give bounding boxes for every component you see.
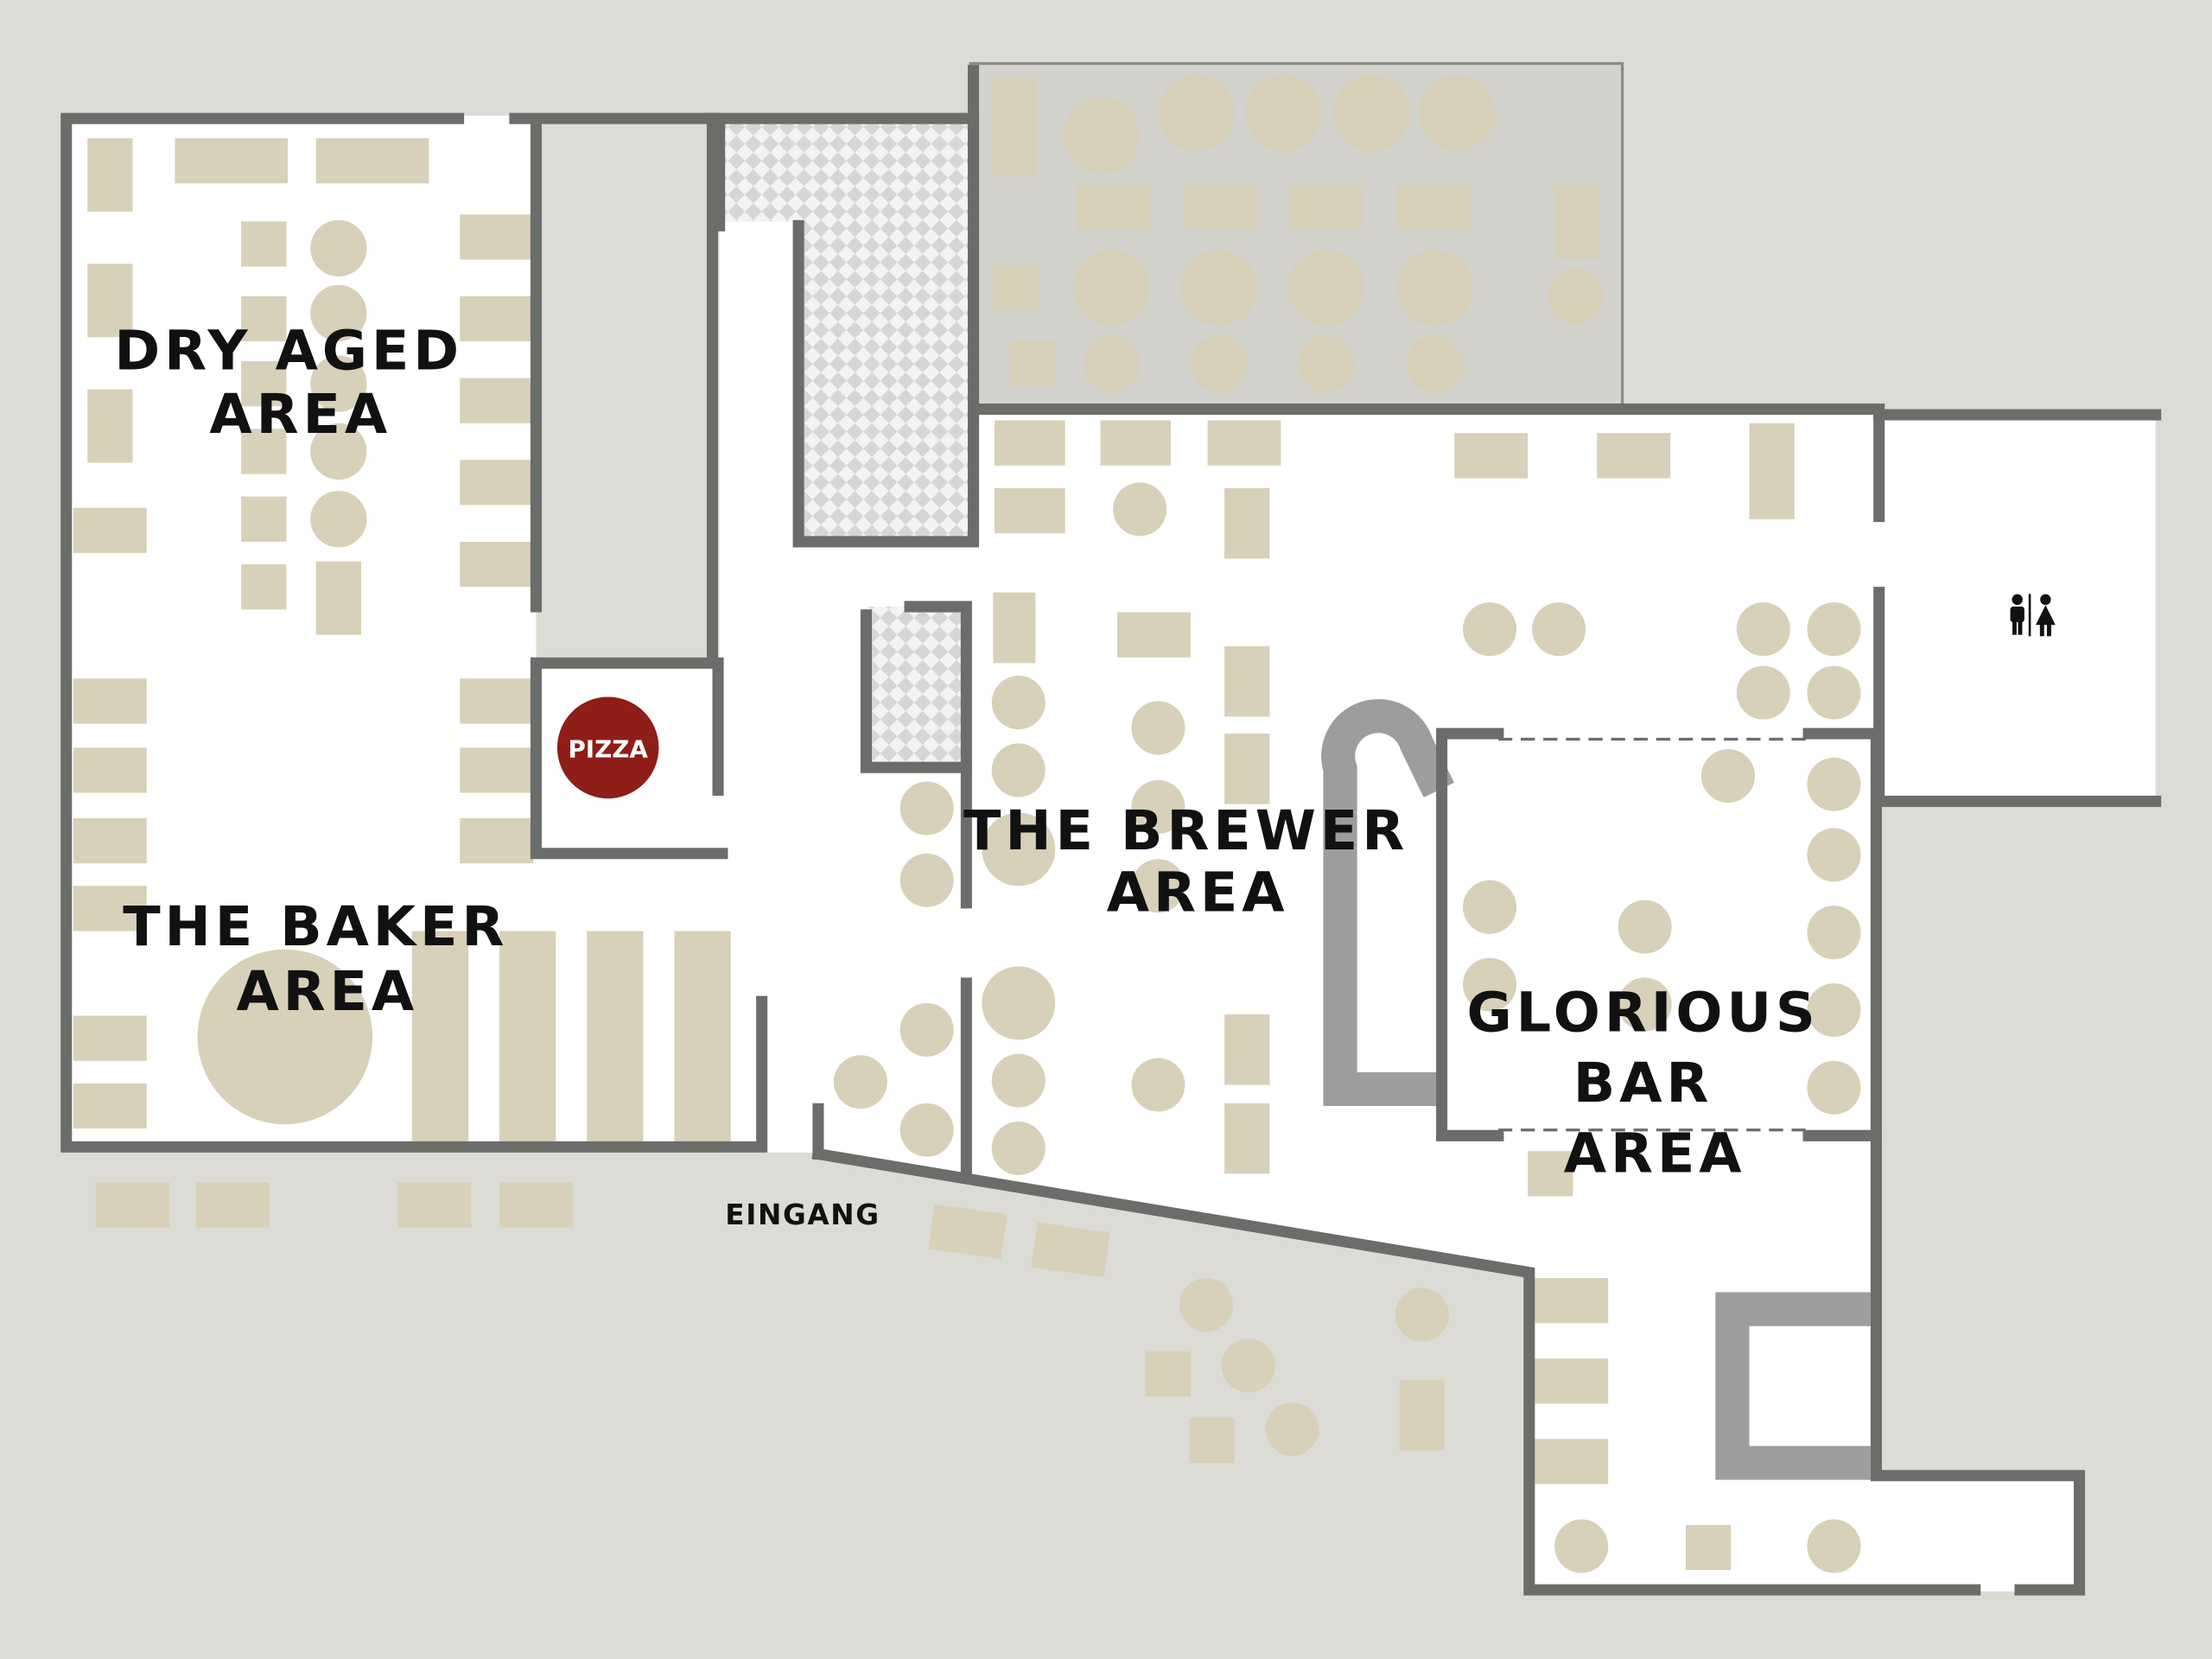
brewer-line-2: AREA — [1107, 861, 1289, 925]
kitchen-block — [538, 124, 715, 666]
baker-line-2: AREA — [236, 960, 418, 1024]
dry-aged-line-2: AREA — [209, 383, 391, 447]
furniture — [73, 74, 1861, 1573]
bar-line-2: BAR — [1573, 1052, 1713, 1116]
label-bar-area: GLORIOUS BAR AREA — [1466, 981, 1842, 1185]
floor-south-room — [1529, 1475, 2082, 1592]
walls — [60, 65, 2162, 1596]
dry-aged-line-1: DRY AGED — [114, 320, 463, 384]
label-baker-area: THE BAKER AREA — [123, 895, 531, 1024]
baker-line-1: THE BAKER — [123, 895, 508, 959]
label-dry-aged-area: DRY AGED AREA — [114, 320, 486, 447]
pizza-oven — [556, 696, 659, 799]
bar-line-3: AREA — [1564, 1122, 1746, 1186]
tile-floor-entrance — [721, 124, 971, 542]
pizza-label: PIZZA — [568, 735, 648, 764]
floor-restroom — [1876, 411, 2156, 802]
brewer-line-1: THE BREWER — [963, 799, 1408, 863]
restroom-icon — [2010, 594, 2056, 637]
bar-dashed-outline — [1497, 737, 1809, 1132]
bar-counters — [1321, 699, 1871, 1480]
entrance-label: EINGANG — [725, 1198, 880, 1231]
bar-line-1: GLORIOUS — [1466, 981, 1819, 1045]
tile-floor-small — [866, 607, 965, 768]
label-brewer-area: THE BREWER AREA — [963, 799, 1432, 925]
